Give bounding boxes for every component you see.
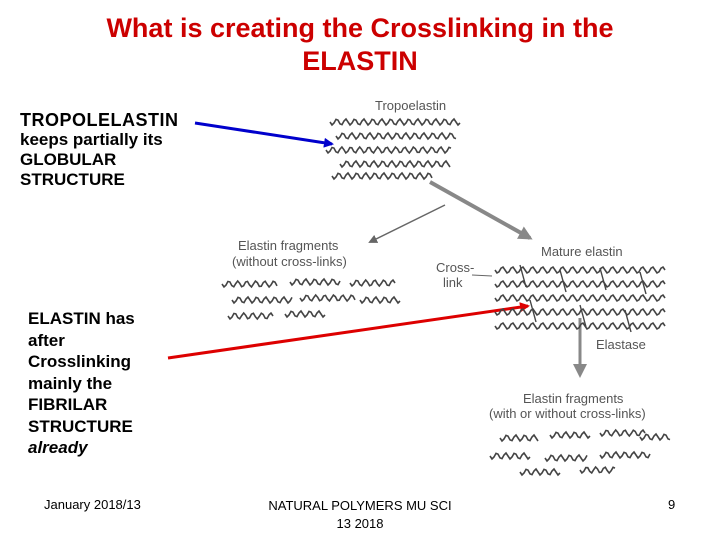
fragments-text-1b: (without cross-links) [232, 254, 347, 269]
fragmentation-arrow [370, 205, 445, 242]
fragment-chain [285, 311, 325, 317]
page-number: 9 [668, 497, 675, 512]
crosslink-bond [560, 270, 566, 292]
crosslink-text-b: link [443, 275, 463, 290]
elastase-fragment-chain [550, 432, 590, 438]
elastase-fragment-chain [580, 467, 615, 473]
fragments-text-2: Elastin fragments [523, 391, 624, 406]
elastase-fragment-chain [500, 435, 538, 441]
tropoelastin-chain [340, 161, 450, 167]
fragment-chain [300, 295, 355, 301]
fragment-chain [360, 297, 400, 303]
elastase-fragment-chain [600, 452, 650, 458]
mature-elastin-chain [495, 309, 665, 315]
tropoelastin-chain [326, 147, 451, 153]
elastase-fragment-chain [490, 453, 530, 459]
fragments-text-1: Elastin fragments [238, 238, 339, 253]
elastase-fragment-chain [545, 455, 587, 461]
crosslink-pointer [472, 275, 492, 276]
elastase-fragment-chain [520, 469, 560, 475]
footer-course: NATURAL POLYMERS MU SCI 13 2018 [240, 497, 480, 533]
maturation-arrow [430, 182, 530, 238]
tropoelastin-chain [330, 119, 460, 125]
fragment-chain [222, 281, 277, 287]
elastase-text: Elastase [596, 337, 646, 352]
tropoelastin-text: Tropoelastin [375, 98, 446, 113]
footer-course-line-2: 13 2018 [240, 515, 480, 533]
mature-elastin-text: Mature elastin [541, 244, 623, 259]
fragment-chain [232, 297, 292, 303]
footer-course-line-1: NATURAL POLYMERS MU SCI [240, 497, 480, 515]
fragments-text-2b: (with or without cross-links) [489, 406, 646, 421]
mature-elastin-chain [495, 281, 665, 287]
protein-chains [222, 119, 670, 475]
footer-date: January 2018/13 [44, 497, 141, 512]
fragment-chain [228, 313, 273, 319]
fragment-chain [350, 280, 395, 286]
elastase-fragment-chain [640, 434, 670, 440]
crosslink-text: Cross- [436, 260, 474, 275]
mature-elastin-chain [495, 295, 665, 301]
tropoelastin-pointer-arrow [195, 123, 332, 144]
tropoelastin-chain [332, 173, 432, 179]
elastase-fragment-chain [600, 430, 645, 436]
tropoelastin-chain [336, 133, 456, 139]
elastin-pointer-arrow [168, 306, 528, 358]
fragment-chain [290, 279, 340, 285]
